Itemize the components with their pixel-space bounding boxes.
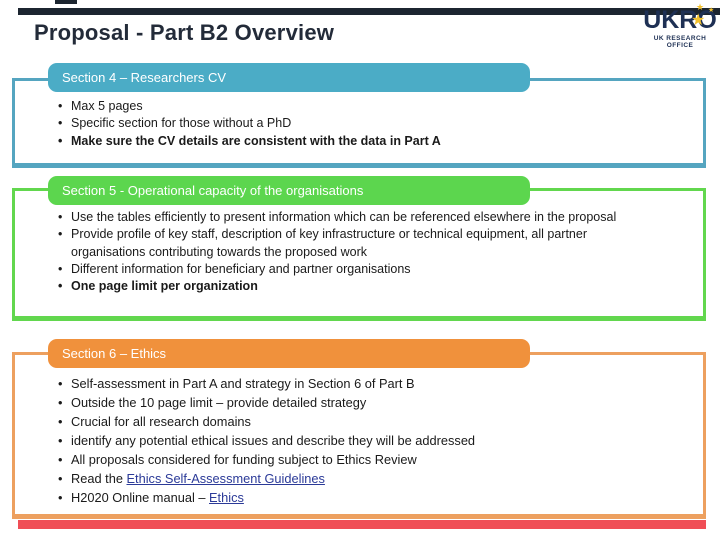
section-6-header: Section 6 – Ethics bbox=[48, 339, 530, 368]
bullet-item: Read the Ethics Self-Assessment Guidelin… bbox=[58, 469, 668, 488]
page-title: Proposal - Part B2 Overview bbox=[34, 20, 335, 45]
bullet-item: All proposals considered for funding sub… bbox=[58, 450, 668, 469]
logo-tagline: UK RESEARCH OFFICE bbox=[653, 35, 707, 49]
bullet-item: Crucial for all research domains bbox=[58, 412, 668, 431]
footer-accent-bar bbox=[18, 520, 706, 529]
bullet-item: Provide profile of key staff, descriptio… bbox=[58, 226, 638, 261]
bullet-item: Use the tables efficiently to present in… bbox=[58, 209, 638, 227]
bullet-item: Self-assessment in Part A and strategy i… bbox=[58, 374, 668, 393]
section-5-bullets: Use the tables efficiently to present in… bbox=[58, 209, 638, 296]
star-icon: ★ bbox=[696, 2, 705, 12]
section-4-header: Section 4 – Researchers CV bbox=[48, 63, 530, 92]
ethics-manual-link[interactable]: Ethics bbox=[209, 490, 244, 505]
bullet-item: Outside the 10 page limit – provide deta… bbox=[58, 393, 668, 412]
bullet-item: Make sure the CV details are consistent … bbox=[58, 133, 658, 151]
bullet-item: identify any potential ethical issues an… bbox=[58, 431, 668, 450]
bullet-text: H2020 Online manual – bbox=[71, 490, 210, 505]
ukro-logo: UKRO ★ ★ ★ UK RESEARCH OFFICE bbox=[642, 2, 718, 50]
ethics-guidelines-link[interactable]: Ethics Self-Assessment Guidelines bbox=[126, 471, 325, 486]
bullet-item: One page limit per organization bbox=[58, 278, 638, 296]
bullet-item: Different information for beneficiary an… bbox=[58, 261, 638, 279]
top-accent-bar bbox=[18, 8, 720, 15]
star-icon: ★ bbox=[708, 7, 715, 14]
section-6-bullets: Self-assessment in Part A and strategy i… bbox=[58, 374, 668, 507]
logo-wordmark: UKRO bbox=[643, 6, 717, 34]
section-5-header: Section 5 - Operational capacity of the … bbox=[48, 176, 530, 205]
star-icon: ★ bbox=[691, 12, 706, 29]
section-4-bullets: Max 5 pages Specific section for those w… bbox=[58, 98, 658, 150]
bullet-item: Specific section for those without a PhD bbox=[58, 115, 658, 133]
top-notch-decoration bbox=[55, 0, 77, 4]
bullet-item: H2020 Online manual – Ethics bbox=[58, 488, 668, 507]
bullet-item: Max 5 pages bbox=[58, 98, 658, 116]
bullet-text: Read the bbox=[71, 471, 127, 486]
